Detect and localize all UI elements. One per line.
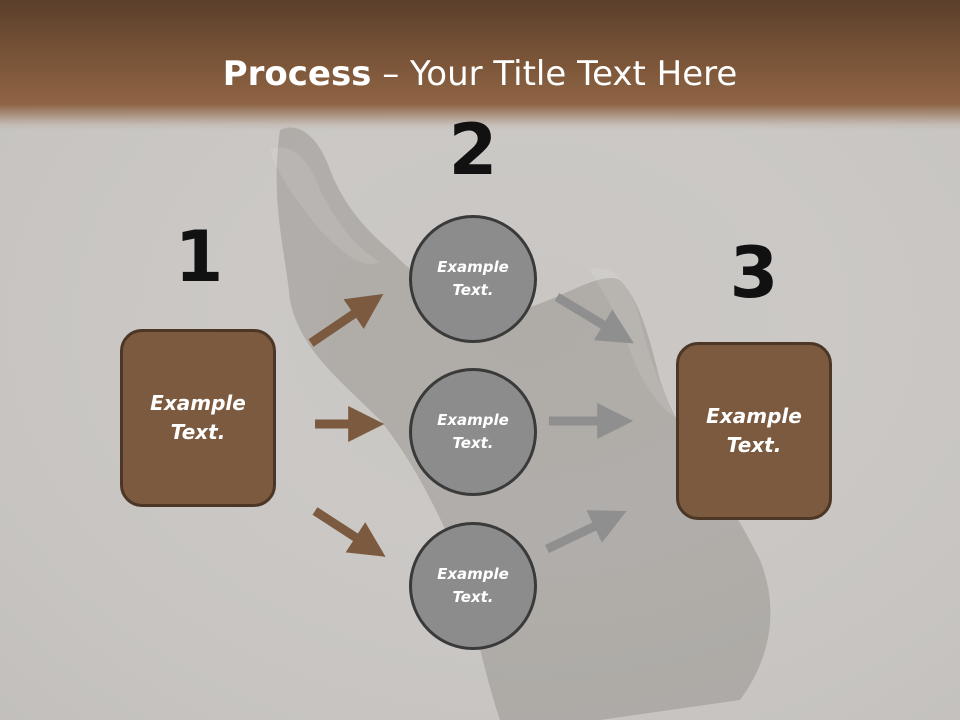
step-3-text-line-1: Example <box>706 404 802 428</box>
arrow-1-to-circle-top <box>308 293 384 347</box>
circle-middle-line-1: Example <box>437 411 509 429</box>
arrow-circle-top-to-3 <box>554 293 634 344</box>
step-2-circle-middle: Example Text. <box>409 368 537 496</box>
arrow-1-to-circle-bottom <box>312 507 386 557</box>
circle-top-line-2: Text. <box>452 281 494 299</box>
step-3-box: Example Text. <box>676 342 832 520</box>
step-2-circle-top: Example Text. <box>409 215 537 343</box>
step-number-2: 2 <box>448 109 498 191</box>
step-1-text-line-1: Example <box>150 391 246 415</box>
circle-bottom-line-1: Example <box>437 565 509 583</box>
circle-bottom-line-2: Text. <box>452 588 494 606</box>
circle-top-line-1: Example <box>437 258 509 276</box>
step-3-text-line-2: Text. <box>726 433 782 457</box>
step-number-1: 1 <box>174 216 224 298</box>
step-1-text-line-2: Text. <box>170 420 226 444</box>
title-rest: – Your Title Text Here <box>371 54 738 94</box>
circle-middle-line-2: Text. <box>452 434 494 452</box>
title-bold: Process <box>222 54 372 94</box>
step-2-circle-bottom: Example Text. <box>409 522 537 650</box>
title-bar <box>0 0 960 130</box>
arrow-circle-bottom-to-3 <box>545 510 627 554</box>
step-1-box: Example Text. <box>120 329 276 507</box>
slide-title: Process – Your Title Text Here <box>0 54 960 94</box>
step-number-3: 3 <box>729 232 779 314</box>
